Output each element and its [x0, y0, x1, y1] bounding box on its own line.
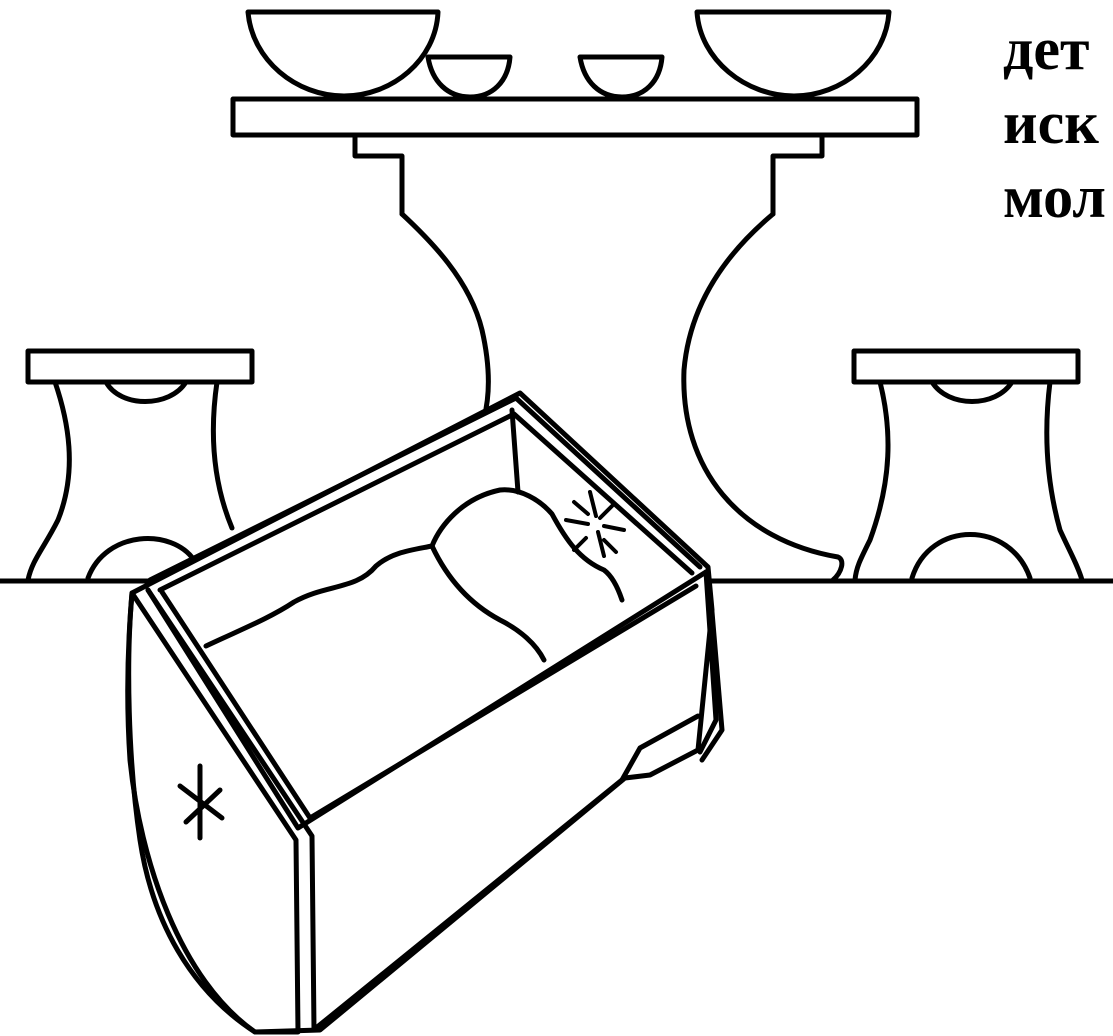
cradle-headboard-edge	[145, 587, 317, 1033]
cradle-far-post	[509, 407, 521, 495]
caption-line: иск	[1003, 90, 1099, 156]
cradle	[125, 390, 725, 1035]
table-left-leg-right	[210, 379, 235, 531]
table-left-top	[25, 348, 255, 385]
cradle-side-end	[697, 569, 725, 763]
bowl-large-right	[694, 9, 892, 99]
table-right-top	[851, 348, 1081, 385]
table-left-arch	[85, 536, 197, 581]
vase-right-side	[681, 211, 845, 583]
shelf-bracket-left	[352, 132, 405, 217]
cradle-rocker	[619, 713, 701, 783]
table-right-arch	[909, 532, 1033, 581]
caption-text: дет иск мол	[1003, 12, 1106, 234]
cradle-pillow-fold	[429, 543, 547, 663]
table-right-leg-right	[1044, 379, 1085, 583]
cradle-back-rim	[125, 390, 715, 1035]
cradle-bedding	[203, 487, 625, 649]
cradle-side-bottom	[313, 777, 625, 1031]
table-left-leg-left	[25, 379, 72, 583]
shelf-plank	[230, 96, 920, 138]
caption-line: дет	[1003, 16, 1090, 82]
caption-line: мол	[1003, 164, 1106, 230]
table-left-notch	[103, 379, 189, 404]
cradle-inner-rim	[147, 395, 703, 583]
table-right-leg-left	[852, 379, 891, 583]
bowl-small-right	[577, 54, 665, 100]
bowl-small-left	[425, 54, 513, 100]
shelf-bracket-right	[770, 132, 825, 217]
table-right-notch	[929, 379, 1015, 404]
cradle-headboard	[126, 590, 301, 1035]
bowl-large-left	[245, 9, 441, 99]
cradle-front-rail-2	[159, 583, 699, 821]
star-icon	[177, 763, 225, 841]
vase-left-side	[399, 211, 491, 421]
sparkle-icon	[564, 490, 626, 558]
